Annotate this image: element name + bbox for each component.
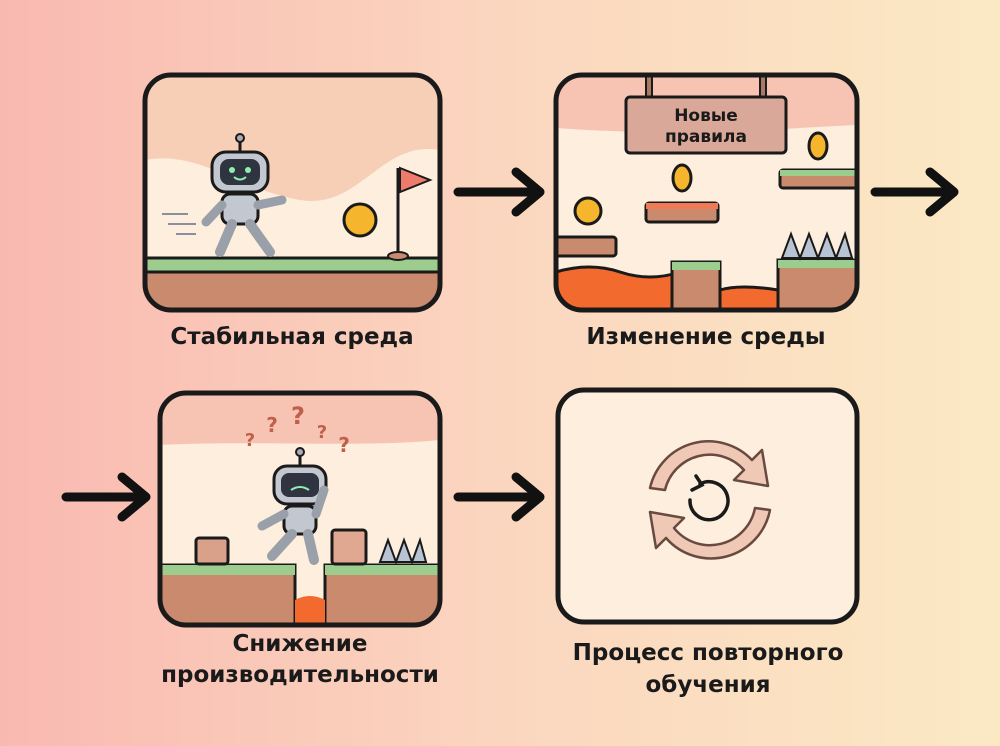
panel-environment-change: Новые правила <box>553 72 860 313</box>
robot-icon <box>162 133 287 257</box>
refresh-cycle-icon <box>648 440 772 560</box>
coin-icon <box>573 196 603 226</box>
arrow-right-icon <box>61 472 151 522</box>
svg-text:?: ? <box>291 402 305 430</box>
question-marks: ? ? ? ? ? <box>245 402 350 457</box>
svg-text:?: ? <box>338 433 350 457</box>
step-label-performance-drop-line1: Снижение <box>232 631 368 657</box>
step-label-stable-environment: Стабильная среда <box>170 324 414 350</box>
step-label-environment-change: Изменение среды <box>586 324 826 350</box>
svg-text:?: ? <box>266 413 278 437</box>
step-label-performance-drop-line2: производительности <box>161 662 439 688</box>
flow-arrows <box>61 167 959 522</box>
goal-flag-icon <box>387 166 433 261</box>
panel-stable-environment <box>142 72 443 313</box>
panel-retraining <box>555 387 860 625</box>
step-label-retraining-line2: обучения <box>645 672 771 698</box>
arrow-right-icon <box>453 167 545 217</box>
step-label-retraining-line1: Процесс повторного <box>572 640 844 666</box>
svg-text:?: ? <box>245 430 255 451</box>
sign-text-line2: правила <box>665 127 747 147</box>
svg-text:?: ? <box>317 422 327 443</box>
arrow-right-icon <box>453 472 545 522</box>
coin-icon <box>342 202 378 238</box>
new-rules-sign <box>624 95 788 155</box>
arrow-right-icon <box>870 167 959 217</box>
confused-robot-icon <box>257 447 329 565</box>
sign-text-line1: Новые <box>674 106 738 126</box>
coin-icon <box>807 131 829 161</box>
coin-icon <box>671 163 693 193</box>
inner-refresh-icon <box>688 474 730 522</box>
panel-performance-drop: ? ? ? ? ? <box>157 390 443 628</box>
